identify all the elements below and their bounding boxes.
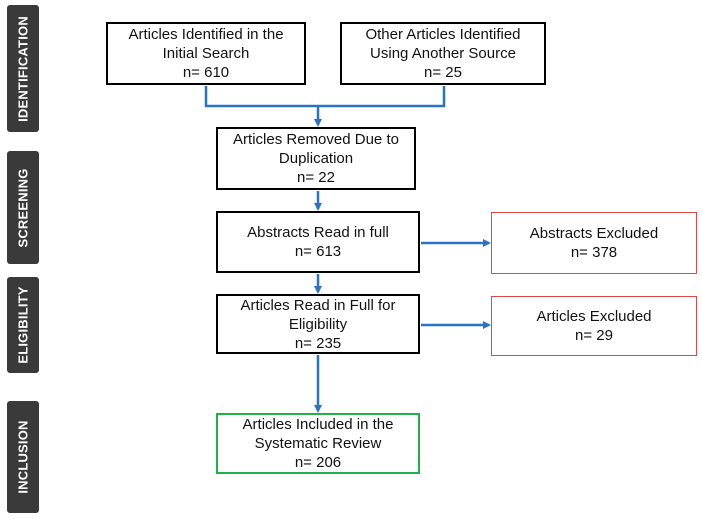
duplication-line-2: Duplication — [278, 150, 354, 167]
full-read-line-1: Articles Read in Full for — [240, 296, 396, 314]
abstracts-read-line-1: Abstracts Read in full — [247, 224, 389, 241]
box-duplication-removed: Articles Removed Due to Duplication n= 2… — [216, 127, 416, 190]
abstracts-excluded-count: n= 378 — [570, 244, 618, 261]
included-line-1: Articles Included in the — [242, 416, 394, 433]
articles-excluded-count: n= 29 — [575, 327, 613, 344]
phase-label-screening: SCREENING — [7, 151, 39, 264]
included-line-2: Systematic Review — [254, 435, 382, 452]
phase-label-eligibility: ELIGIBILITY — [7, 277, 39, 373]
connector-merge — [204, 86, 446, 108]
box-articles-excluded: Articles Excluded n= 29 — [491, 296, 697, 356]
included-count: n= 206 — [294, 454, 342, 471]
initial-search-line-1: Articles Identified in the — [128, 26, 284, 43]
other-source-line-1: Other Articles Identified — [365, 26, 521, 43]
box-abstracts-read: Abstracts Read in full n= 613 — [216, 211, 420, 273]
abstracts-read-count: n= 613 — [294, 243, 342, 260]
phase-label-inclusion: INCLUSION — [7, 401, 39, 513]
abstracts-excluded-line-1: Abstracts Excluded — [529, 225, 659, 242]
full-read-count: n= 235 — [294, 334, 342, 352]
other-source-line-2: Using Another Source — [370, 45, 516, 62]
box-full-read-eligibility: Articles Read in Full for Eligibility n=… — [216, 294, 420, 354]
duplication-line-1: Articles Removed Due to — [233, 131, 399, 148]
full-read-line-2: Eligibility — [288, 315, 348, 333]
initial-search-line-2: Initial Search — [162, 45, 250, 62]
box-abstracts-excluded: Abstracts Excluded n= 378 — [491, 212, 697, 274]
articles-excluded-line-1: Articles Excluded — [536, 308, 652, 325]
initial-search-count: n= 610 — [182, 64, 230, 81]
other-source-count: n= 25 — [424, 64, 462, 81]
duplication-count: n= 22 — [297, 169, 335, 186]
box-initial-search: Articles Identified in the Initial Searc… — [106, 22, 306, 85]
box-included-review: Articles Included in the Systematic Revi… — [216, 413, 420, 474]
box-other-source: Other Articles Identified Using Another … — [340, 22, 546, 85]
phase-label-identification: IDENTIFICATION — [7, 5, 39, 132]
